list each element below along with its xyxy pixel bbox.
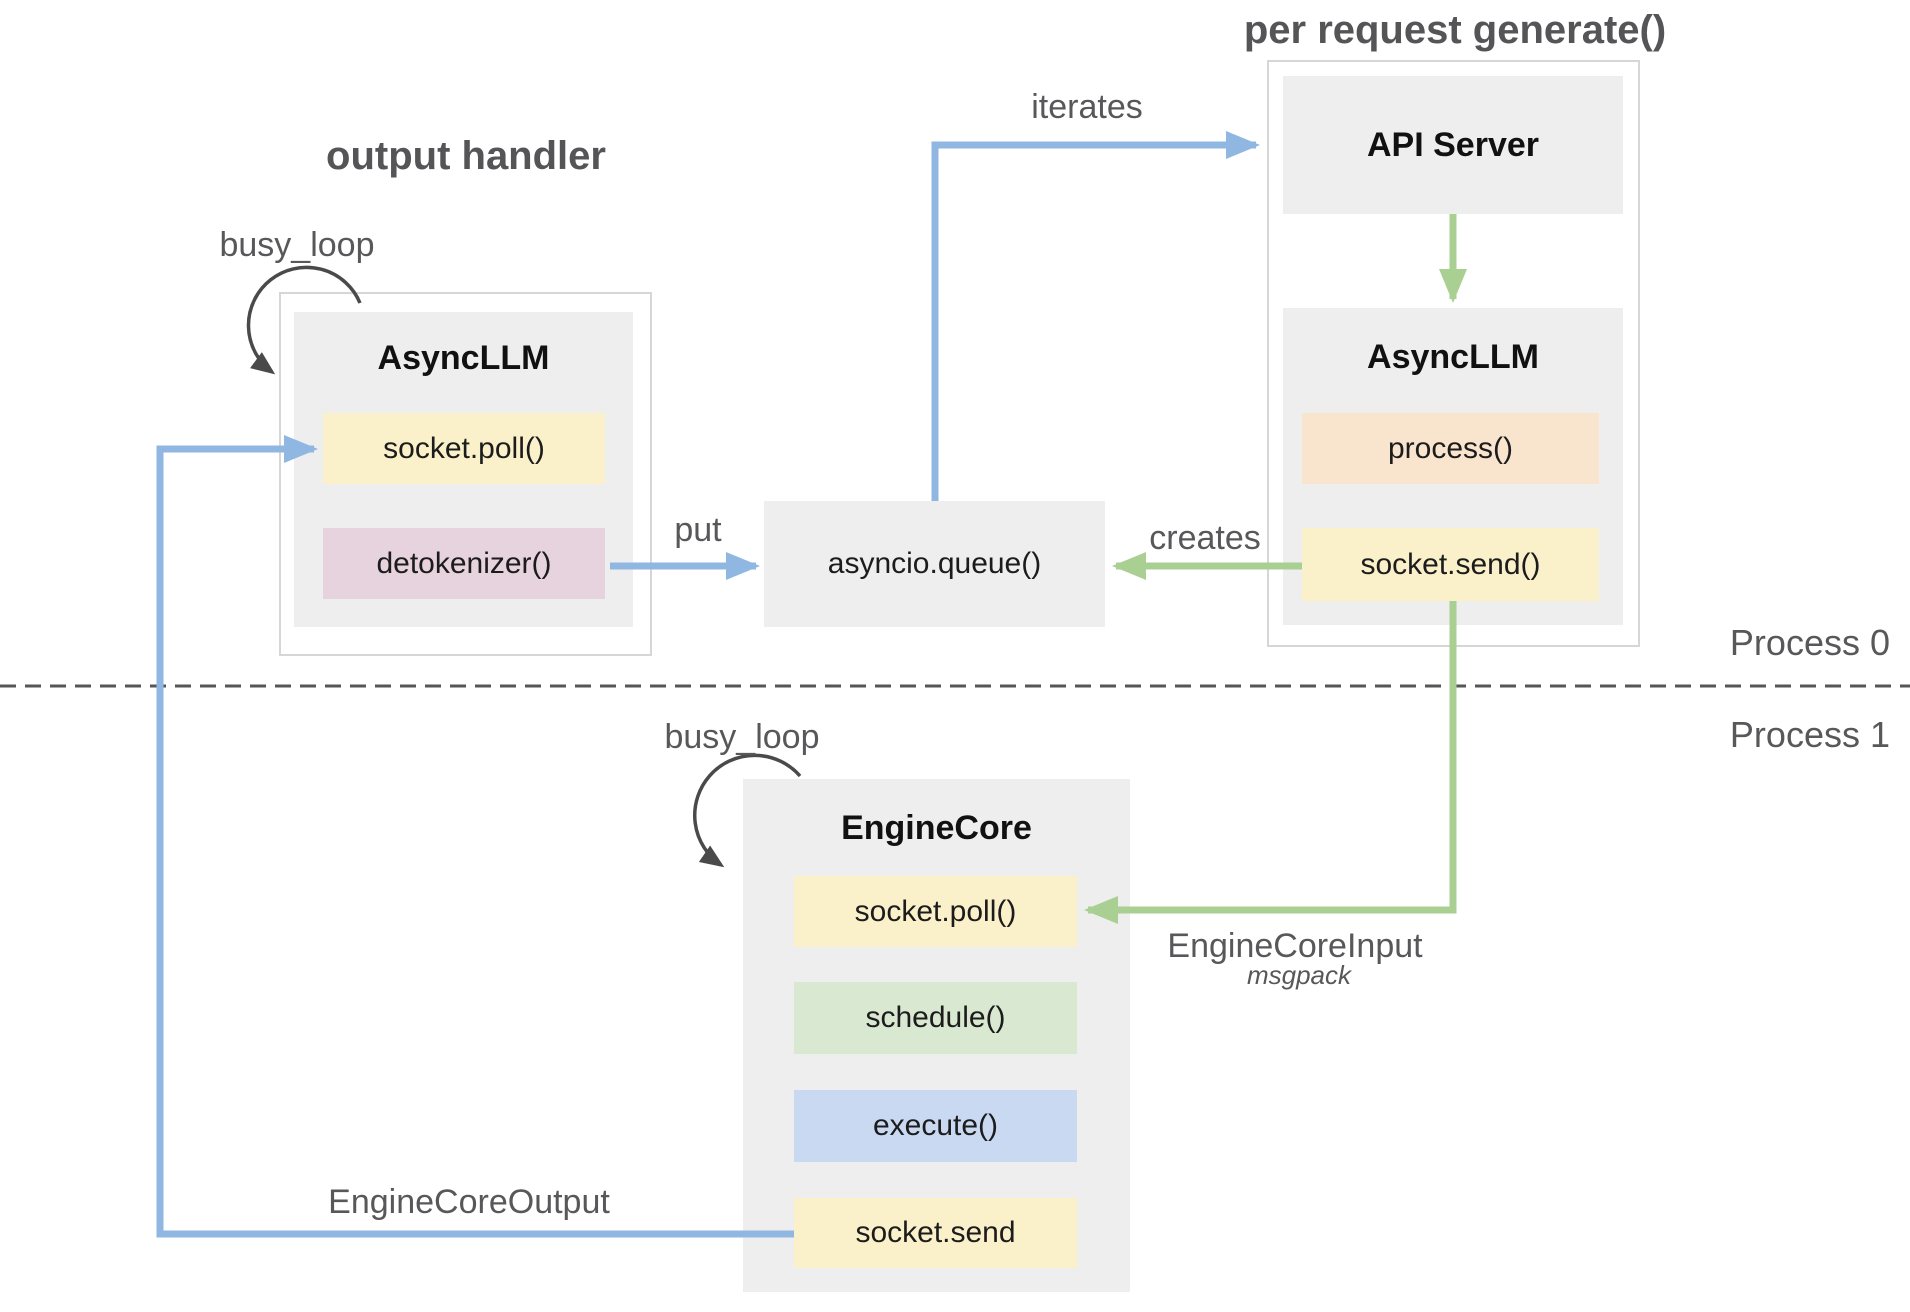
method-socket-send-engine-core: socket.send [794, 1198, 1077, 1268]
method-socket-poll-output-handler: socket.poll() [323, 413, 605, 484]
api-server-title: API Server [1367, 125, 1539, 164]
method-socket-poll-engine-core: socket.poll() [794, 876, 1077, 947]
method-process: process() [1302, 413, 1599, 484]
api-server-panel: API Server [1283, 76, 1623, 214]
engine-core-title: EngineCore [841, 809, 1032, 847]
method-detokenizer: detokenizer() [323, 528, 605, 599]
asyncio-queue-node: asyncio.queue() [764, 501, 1105, 627]
method-schedule: schedule() [794, 982, 1077, 1054]
async-llm-output-handler-title: AsyncLLM [377, 339, 550, 377]
method-execute: execute() [794, 1090, 1077, 1162]
method-socket-send-per-request: socket.send() [1302, 528, 1599, 601]
async-llm-per-request-title: AsyncLLM [1367, 338, 1539, 376]
